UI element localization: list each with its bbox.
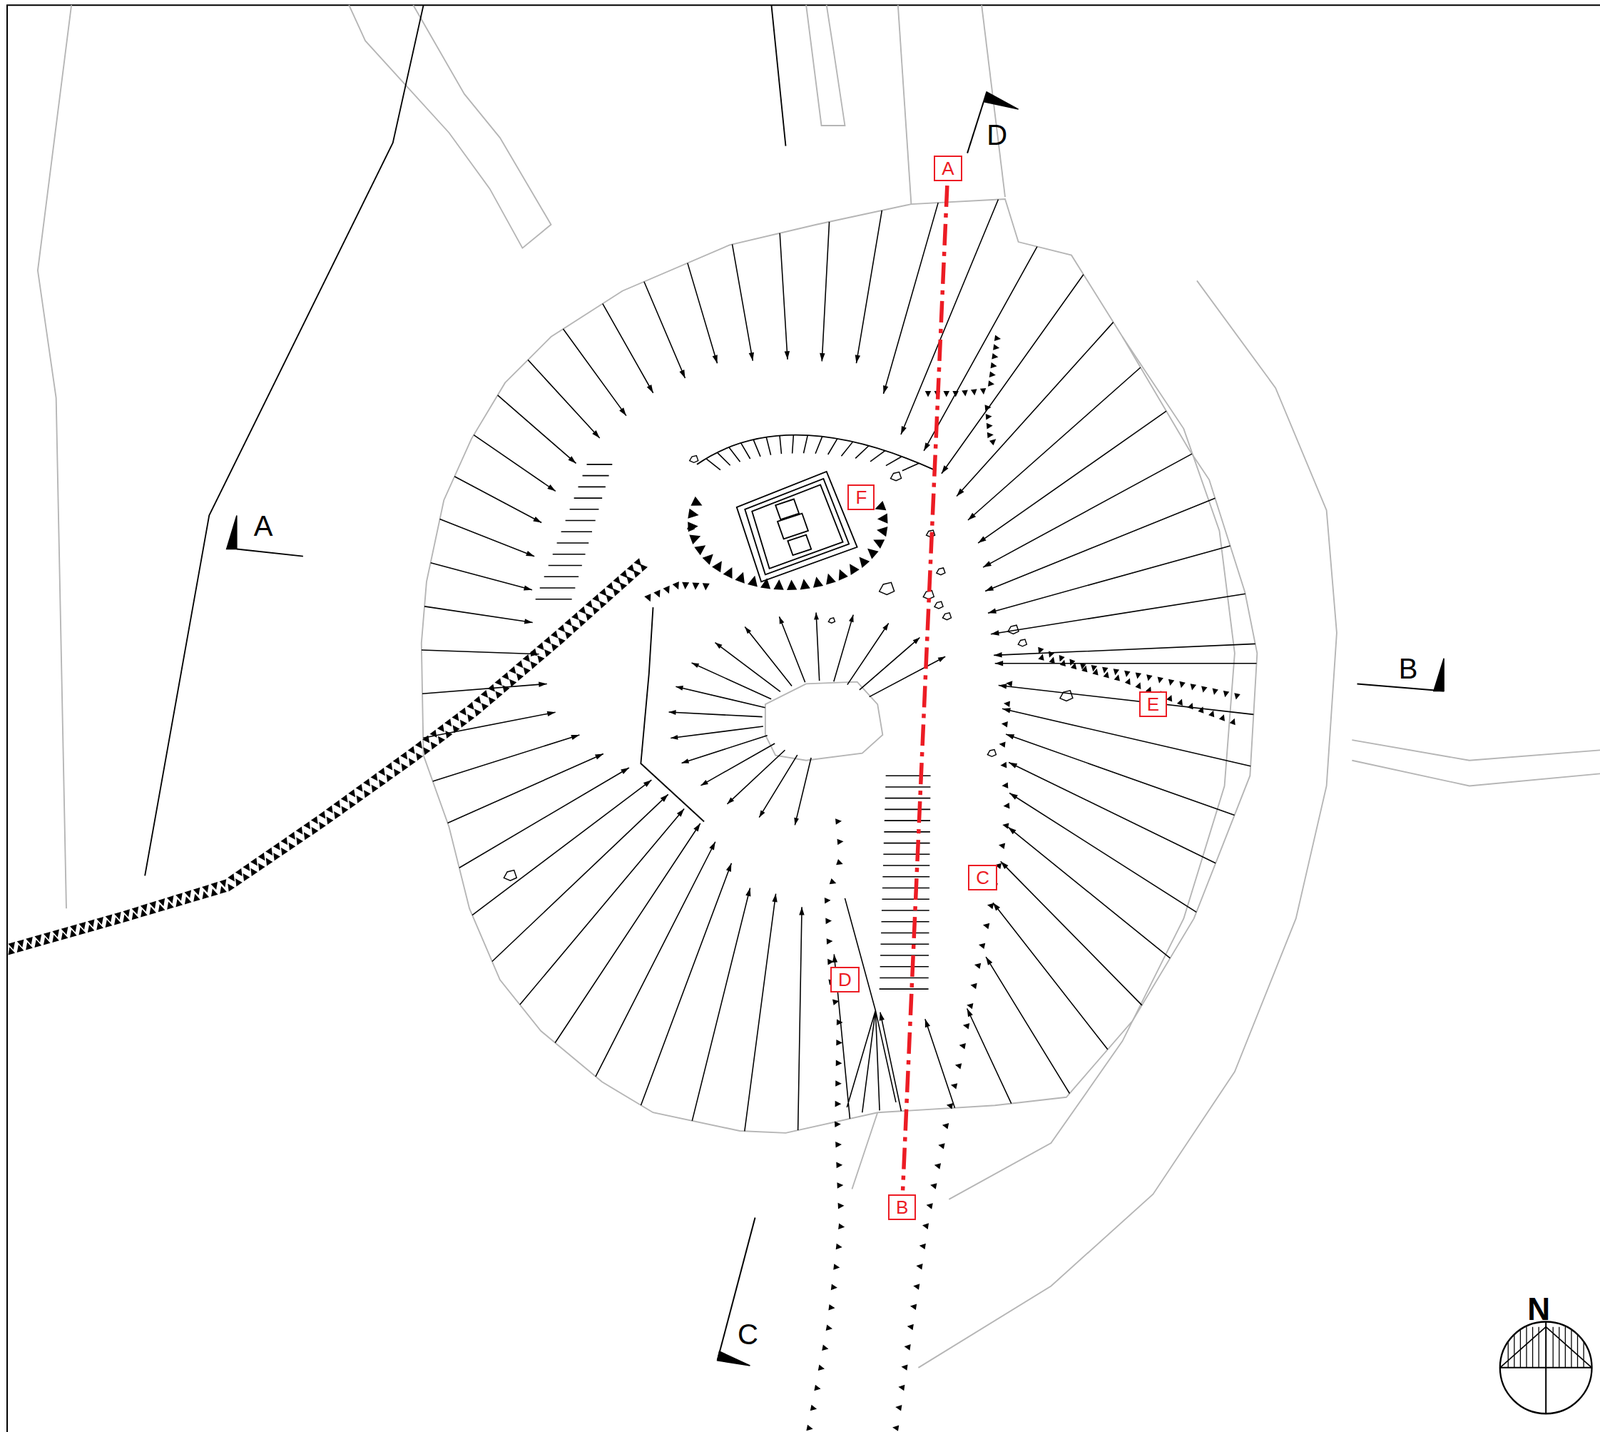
road-edge [1351,739,1600,761]
section-point-box: B [888,1194,916,1220]
building-outline [751,484,843,568]
stone [1017,639,1027,647]
section-point-box: A [933,155,962,182]
track [348,4,551,248]
stone [942,612,951,620]
contour-lines [37,4,1600,1368]
hachures [7,199,1257,1431]
terrace-edge [640,607,705,822]
road-edge [851,1112,878,1189]
track [806,4,845,126]
bank-line [1037,653,1235,725]
stone [987,749,996,757]
bank-line [7,564,647,956]
field-boundary [37,4,72,909]
section-label: C [737,1318,759,1350]
point-letter: E [1147,693,1160,715]
feature-lines [144,4,934,876]
point-letter: F [855,486,867,508]
building-outline [744,478,849,575]
stone [689,455,699,463]
north-circle [1500,1321,1593,1414]
point-letter: A [941,157,954,180]
section-label: A [253,510,274,542]
section-label: D [986,119,1008,151]
section-point-box: C [967,864,998,891]
boundary-line [771,4,786,146]
section-arrow [984,92,1018,110]
north-label: N [1527,1293,1551,1325]
bank-line [985,404,997,446]
mound-outline [421,199,1258,1133]
stone [503,870,517,881]
bank-line [892,680,1013,1431]
north-pointer [1500,1326,1593,1368]
stone [687,525,695,531]
section-arrow [226,515,237,549]
bank-line [806,818,845,1431]
point-letter: D [838,968,852,991]
section-label: B [1398,652,1419,685]
stone [890,472,902,481]
section-point-box: E [1139,691,1168,717]
boundary-line [144,4,424,876]
stone [936,567,946,575]
stone [934,601,944,609]
stone [1007,624,1019,634]
outer-ditch [918,280,1337,1367]
inner-ditch [948,336,1235,1200]
stone [879,582,895,595]
section-line [236,549,304,557]
road-edge [1351,760,1600,787]
bank-line [7,557,641,950]
road-edge [898,4,912,205]
section-point-box: D [830,966,860,993]
building-outline [736,471,858,582]
bank-line [687,496,888,590]
map-frame [7,4,1600,1432]
section-line [967,92,987,154]
building-room [787,534,812,556]
stone [1060,690,1073,702]
section-line [1357,683,1445,691]
building-room [775,499,799,521]
section-arrow [1433,658,1444,692]
hollow [765,681,884,761]
point-letter: C [975,866,990,889]
section-arrow [717,1351,751,1366]
hachure-lines [421,199,1257,1132]
section-point-box: F [847,484,875,511]
point-letter: B [895,1196,909,1218]
section-line [903,185,948,1190]
section-markers [226,92,1445,1366]
hachure-heads [523,350,1018,1028]
north-cross [1500,1321,1593,1414]
bank-line [644,581,710,602]
north-arrow [1500,1321,1593,1414]
stone [828,617,835,623]
